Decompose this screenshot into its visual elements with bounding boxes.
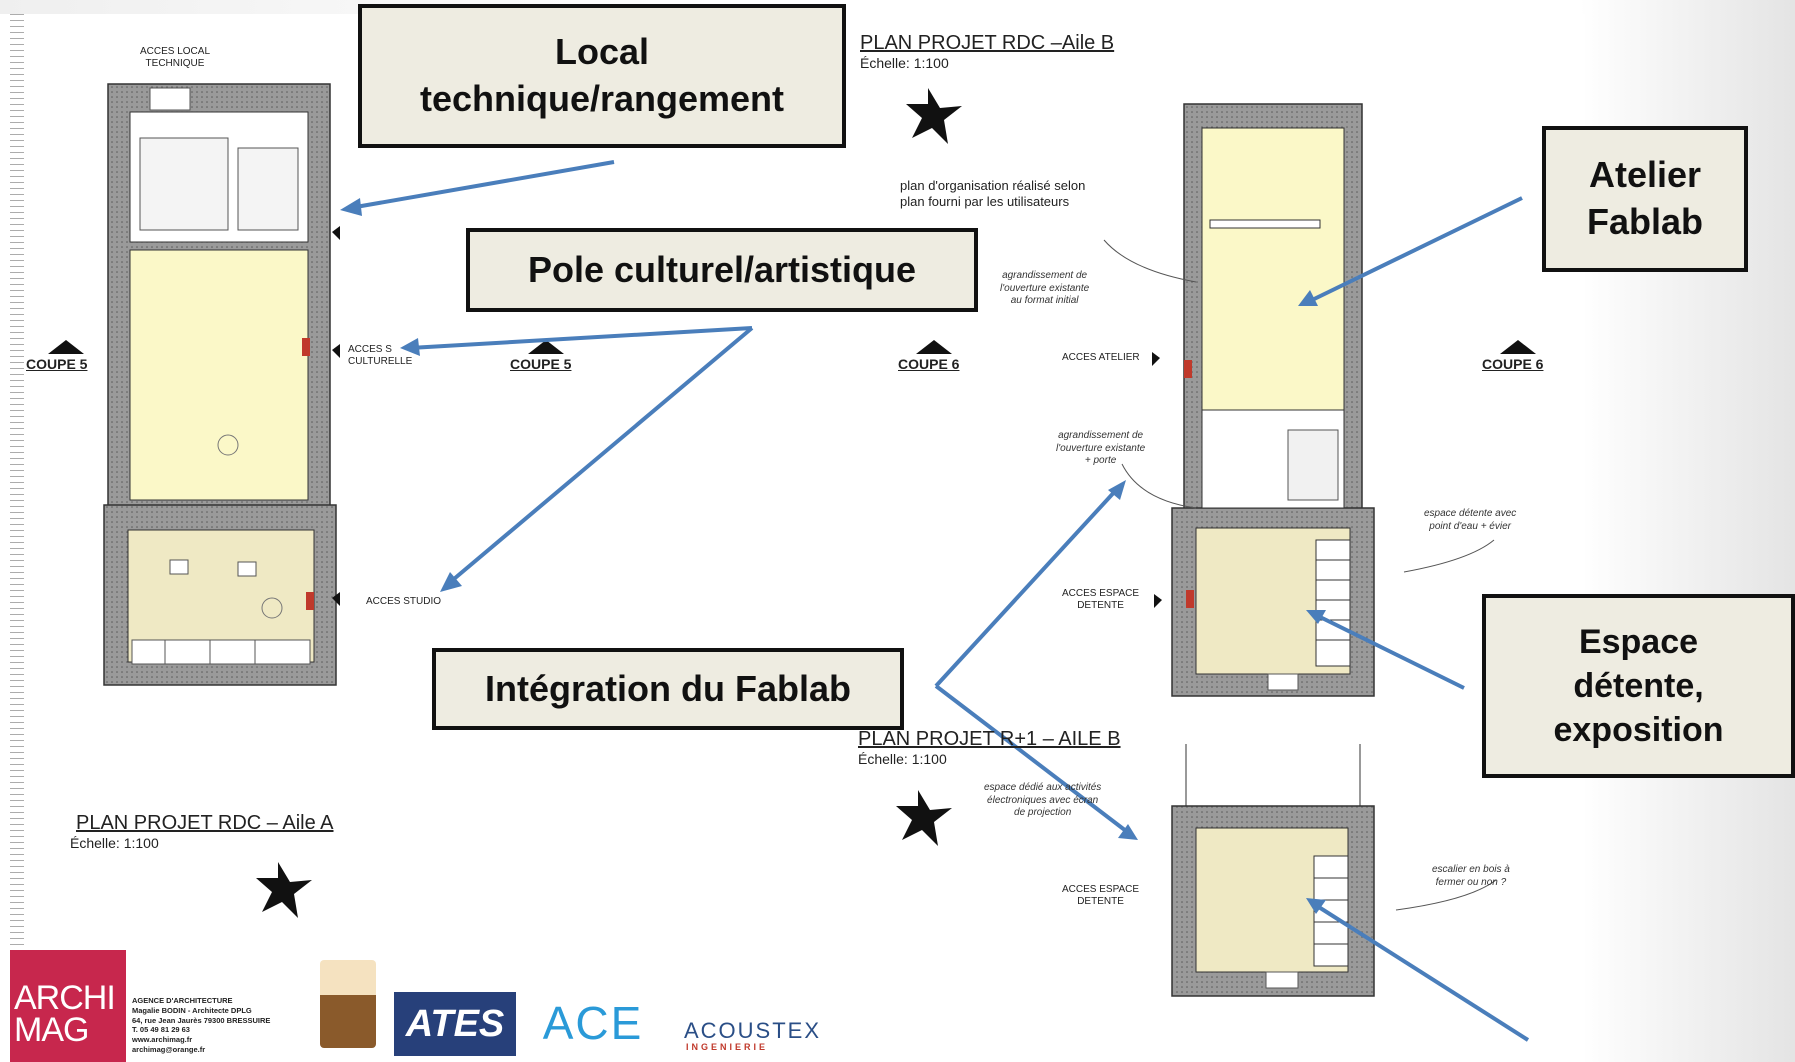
plan-scale: Échelle: 1:100 — [70, 835, 159, 851]
note-agrandissement-1: agrandissement de l'ouverture existante … — [1000, 270, 1090, 306]
note-espace-dedie: espace dédié aux activités électroniques… — [984, 782, 1102, 818]
section-label: COUPE 5 — [26, 356, 88, 372]
plan-aile-a — [103, 83, 340, 686]
north-arrow-icon — [256, 862, 312, 918]
arrowhead — [1306, 898, 1326, 914]
north-arrow-icon — [896, 790, 952, 846]
arrow-atelier-fablab — [1307, 196, 1523, 304]
plan-scale: Échelle: 1:100 — [858, 751, 947, 767]
left-ruler — [10, 14, 24, 1054]
plan-aile-b-r1 — [1171, 744, 1375, 997]
arrowhead — [1118, 824, 1138, 840]
access-label-espace-detente-r1: ACCES ESPACE DETENTE — [1062, 884, 1140, 907]
leader-line — [1121, 463, 1197, 509]
plan-title-rdc-b: PLAN PROJET RDC –Aile B Échelle: 1:100 — [860, 32, 1114, 71]
plan-title-text: PLAN PROJET R+1 – AILE B — [858, 728, 1121, 750]
north-arrow-icon — [906, 88, 962, 144]
section-marker-icon — [48, 340, 84, 354]
arrow-espace-r1 — [1312, 902, 1530, 1042]
arrowhead — [400, 338, 420, 356]
leader-line — [1395, 879, 1497, 911]
arrowhead — [340, 198, 362, 216]
agency-address: AGENCE D'ARCHITECTURE Magalie BODIN - Ar… — [132, 996, 271, 1054]
callout-pole-culturel: Pole culturel/artistique — [466, 228, 978, 312]
note-espace-detente: espace détente avec point d'eau + évier — [1424, 508, 1517, 532]
leader-line — [1103, 239, 1197, 283]
plan-aile-b-rdc — [1152, 103, 1375, 697]
callout-atelier-fablab: Atelier Fablab — [1542, 126, 1748, 272]
arrow-local-technique — [349, 160, 615, 210]
arrow-espace-detente — [1313, 612, 1465, 690]
callout-espace-detente: Espace détente, exposition — [1482, 594, 1795, 778]
plan-title-r1-b: PLAN PROJET R+1 – AILE B Échelle: 1:100 — [858, 728, 1121, 767]
arrowhead — [440, 572, 462, 592]
note-escalier: escalier en bois à fermer ou non ? — [1432, 864, 1510, 888]
arrowhead — [1298, 290, 1318, 306]
leader-line — [1403, 539, 1495, 573]
callout-local-technique: Local technique/rangement — [358, 4, 846, 148]
plan-title-rdc-a: PLAN PROJET RDC – Aile A Échelle: 1:100 — [70, 812, 334, 851]
ates-logo: ATES — [394, 992, 516, 1056]
access-label-culturelle: ACCES S CULTURELLE — [348, 344, 413, 367]
plan-title-text: PLAN PROJET RDC – Aile A — [76, 812, 334, 834]
callout-integration-fablab: Intégration du Fablab — [432, 648, 904, 730]
section-label: COUPE 5 — [510, 356, 572, 372]
note-agrandissement-2: agrandissement de l'ouverture existante … — [1056, 430, 1146, 466]
access-label-studio: ACCES STUDIO — [366, 596, 442, 607]
section-marker-icon — [528, 340, 564, 354]
access-label-atelier: ACCES ATELIER — [1062, 352, 1140, 363]
partner-logo-box — [320, 960, 376, 1048]
arrowhead — [1306, 610, 1326, 624]
section-label: COUPE 6 — [1482, 356, 1544, 372]
plan-title-text: PLAN PROJET RDC –Aile B — [860, 32, 1115, 54]
arrow-pole-culturel-2 — [446, 326, 754, 586]
arrow-integration-2 — [934, 684, 1132, 836]
arrowhead — [1108, 480, 1126, 500]
acoustex-subtitle: INGENIERIE — [686, 1042, 769, 1052]
note-organisation: plan d'organisation réalisé selon plan f… — [900, 178, 1086, 210]
section-label: COUPE 6 — [898, 356, 960, 372]
plan-scale: Échelle: 1:100 — [860, 55, 949, 71]
access-label-local-technique: ACCES LOCAL TECHNIQUE — [139, 46, 211, 69]
section-marker-icon — [916, 340, 952, 354]
arrow-integration-1 — [934, 486, 1120, 688]
acoustex-logo: ACOUSTEX — [684, 1018, 822, 1043]
ace-logo: ACE — [542, 997, 644, 1049]
arrow-pole-culturel-1 — [409, 326, 753, 350]
access-label-espace-detente: ACCES ESPACE DETENTE — [1062, 588, 1140, 611]
section-marker-icon — [1500, 340, 1536, 354]
archimag-logo: ARCHI MAG — [10, 950, 126, 1062]
